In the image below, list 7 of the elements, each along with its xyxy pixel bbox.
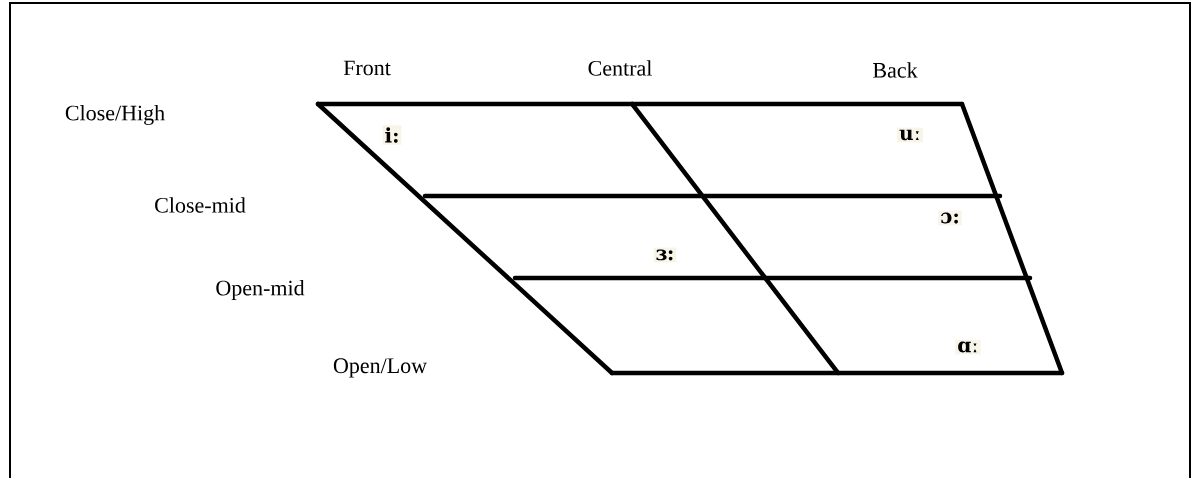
axis-label: Open/Low <box>333 358 427 378</box>
axis-label: Back <box>873 62 918 78</box>
axis-label: Central <box>588 60 652 76</box>
axis-label: Front <box>343 60 391 76</box>
axis-label: Close-mid <box>155 197 246 213</box>
axis-label: Open-mid <box>216 280 305 300</box>
axis-label: Close/High <box>65 105 165 125</box>
